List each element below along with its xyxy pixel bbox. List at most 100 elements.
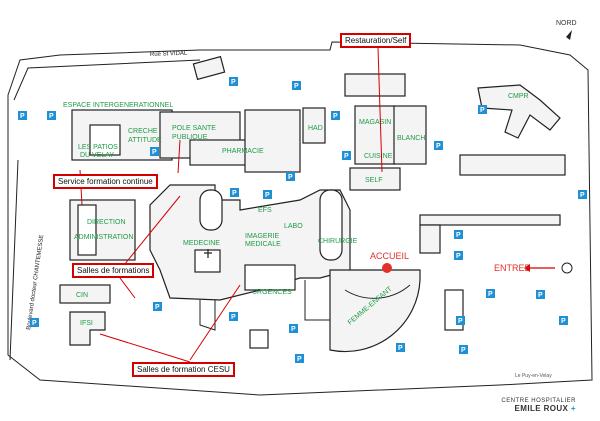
svg-text:P: P (265, 192, 270, 199)
small-square (249, 329, 269, 349)
building-right-2 (419, 214, 561, 226)
compass-label: NORD (556, 20, 577, 27)
entree-arrowhead (524, 264, 530, 272)
parking-icon: P (456, 316, 465, 325)
building-femme-enfant (329, 269, 421, 353)
parking-icon: P (342, 151, 351, 160)
building-ifsi (69, 311, 106, 346)
svg-text:P: P (232, 190, 237, 197)
svg-text:P: P (488, 291, 493, 298)
north-arrow-icon (566, 30, 572, 40)
parking-icon: P (153, 302, 162, 311)
label-entree: ENTREE (494, 263, 531, 273)
svg-text:P: P (344, 153, 349, 160)
parking-icon: P (150, 147, 159, 156)
label-administration: ADMINISTRATION (74, 234, 133, 241)
svg-text:P: P (480, 107, 485, 114)
courtyard-urgences (244, 264, 296, 291)
svg-text:P: P (538, 292, 543, 299)
parking-icon: P (295, 354, 304, 363)
label-urgences: URGENCES (252, 289, 292, 296)
svg-text:P: P (458, 318, 463, 325)
pointer-service-formation (177, 139, 181, 174)
svg-text:P: P (456, 253, 461, 260)
building-magasin (354, 105, 396, 165)
site-perimeter (7, 41, 593, 396)
label-direction: DIRECTION (87, 219, 126, 226)
building-blanch (393, 105, 427, 165)
pointer-salles-1 (119, 195, 181, 271)
label-medecine: MEDECINE (183, 240, 220, 247)
parking-icons: P P P P P P P P P P P P P P P P P P P P … (18, 77, 587, 363)
wing-line (199, 300, 216, 331)
svg-text:P: P (333, 113, 338, 120)
parking-icon: P (578, 190, 587, 199)
parking-icon: P (486, 289, 495, 298)
pointer-cesu-2 (99, 333, 191, 363)
courtyard-1 (199, 189, 223, 231)
hospital-logo: CENTRE HOSPITALIER EMILE ROUX + (501, 398, 576, 413)
label-espace: ESPACE INTERGENERATIONNEL (63, 102, 173, 109)
svg-text:P: P (155, 304, 160, 311)
label-attitude: ATTITUDE (128, 137, 162, 144)
pointer-salles-2 (119, 277, 136, 299)
building-self (349, 167, 401, 191)
street-label-rue-st-vidal: Rue St VIDAL (150, 51, 188, 58)
svg-text:P: P (580, 192, 585, 199)
building-pharmacie (189, 139, 251, 166)
building-had (302, 107, 326, 144)
label-accueil: ACCUEIL (370, 251, 410, 261)
cross-symbol (204, 249, 212, 258)
parking-icon: P (229, 312, 238, 321)
annotation-salles-de-formations: Salles de formations (72, 263, 155, 278)
svg-text:P: P (20, 113, 25, 120)
street-label-boulevard: Boulevard docteur CHANTEMESSE (26, 234, 45, 330)
street-edge-line (13, 59, 201, 101)
svg-text:P: P (32, 320, 37, 327)
parking-icon: P (396, 343, 405, 352)
parking-icon: P (229, 77, 238, 86)
svg-text:P: P (49, 113, 54, 120)
building-right-1 (459, 154, 566, 176)
parking-icon: P (30, 318, 39, 327)
label-pharmacie: PHARMACIE (222, 148, 264, 155)
label-imagerie: IMAGERIE (245, 233, 280, 240)
logo-line2: EMILE ROUX + (501, 404, 576, 413)
accueil-marker (382, 263, 392, 273)
svg-text:P: P (291, 326, 296, 333)
svg-text:P: P (436, 143, 441, 150)
parking-icon: P (292, 81, 301, 90)
label-chirurgie: CHIRURGIE (318, 238, 358, 245)
parking-icon: P (230, 188, 239, 197)
svg-text:P: P (288, 174, 293, 181)
logo-plus-icon: + (570, 404, 576, 413)
label-pole-sante: POLE SANTE (172, 125, 216, 132)
logo-name: EMILE ROUX (514, 404, 569, 413)
label-self: SELF (365, 177, 383, 184)
label-magasin: MAGASIN (359, 119, 391, 126)
parking-icon: P (331, 111, 340, 120)
label-cin: CIN (76, 292, 88, 299)
label-had: HAD (308, 125, 323, 132)
svg-text:P: P (461, 347, 466, 354)
svg-text:P: P (561, 318, 566, 325)
parking-icon: P (289, 324, 298, 333)
label-creche: CRECHE (128, 128, 158, 135)
svg-text:P: P (152, 149, 157, 156)
label-cuisine: CUISINE (364, 153, 393, 160)
annotation-salles-formation-cesu: Salles de formation CESU (132, 362, 235, 377)
label-cmpr: CMPR (508, 93, 529, 100)
pointer-restauration (377, 47, 383, 173)
boulevard-line (9, 159, 19, 361)
small-building (192, 55, 226, 81)
courtyard-2 (319, 189, 343, 261)
svg-text:P: P (294, 83, 299, 90)
logo-tagline: Le Puy-en-Velay (515, 373, 552, 379)
svg-text:P: P (231, 314, 236, 321)
annotation-restauration-self: Restauration/Self (340, 33, 412, 48)
roundabout (561, 262, 573, 274)
label-publique: PUBLIQUE (172, 134, 208, 141)
building-pharmacie-wing (244, 109, 301, 173)
